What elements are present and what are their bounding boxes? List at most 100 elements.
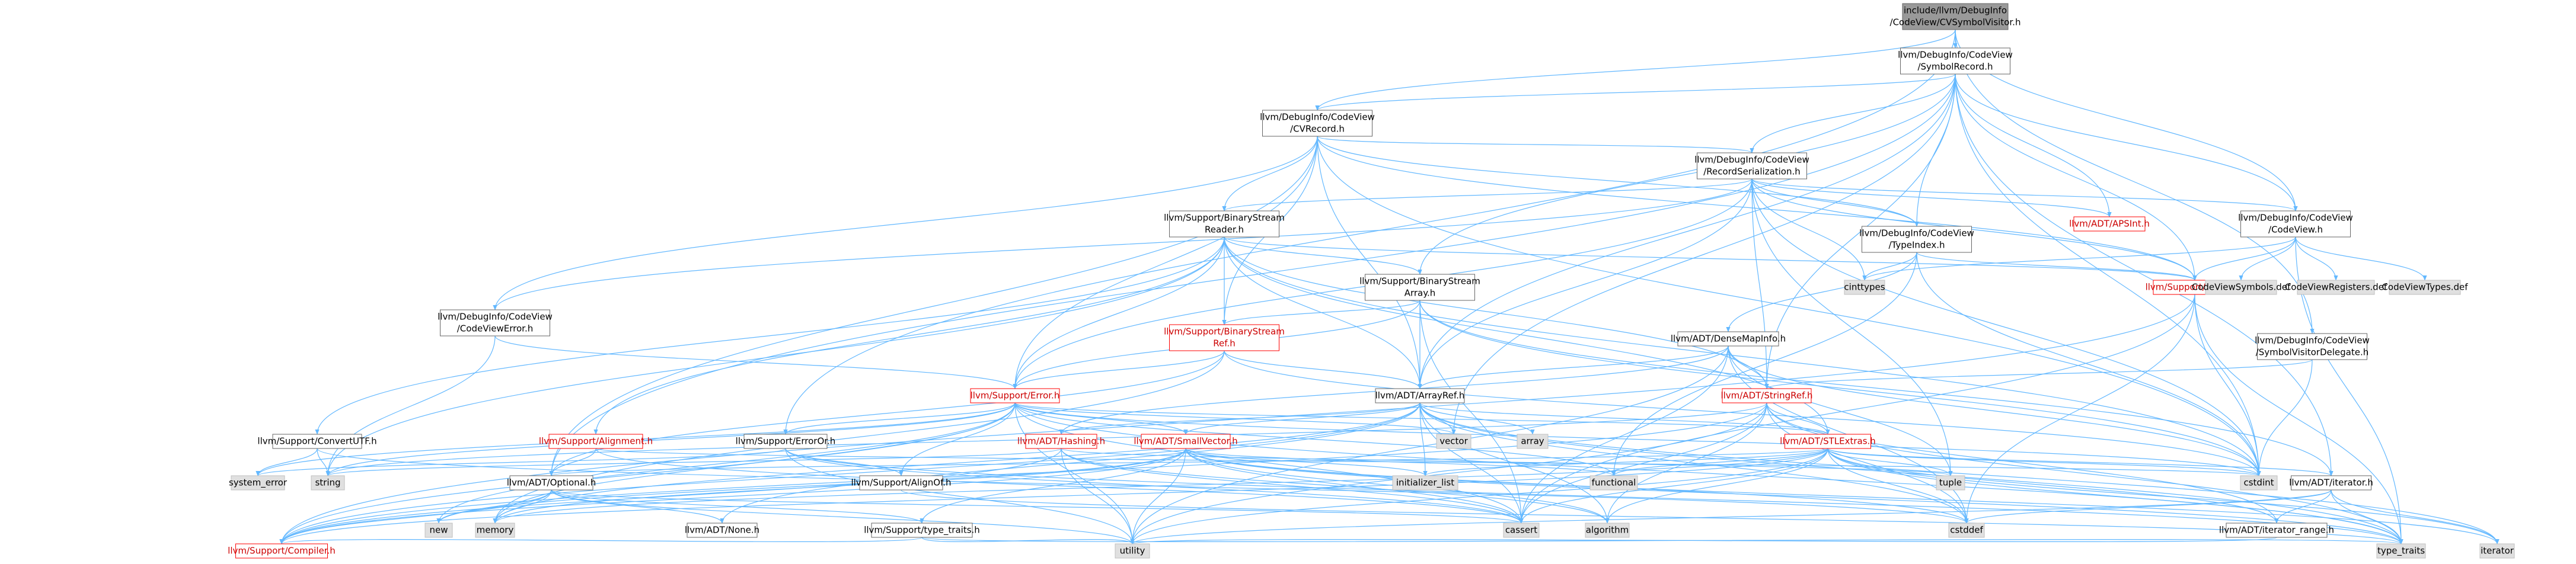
node-box — [1025, 434, 1097, 449]
node-codeview[interactable]: llvm/DebugInfo/CodeView/CodeView.h — [2238, 210, 2353, 238]
node-label: llvm/Support/BinaryStream — [1164, 326, 1285, 337]
edge-cvrec-to-recser — [1317, 136, 1754, 153]
node-box — [1862, 226, 1972, 253]
edge-endian-to-cstddef — [1964, 294, 2195, 524]
node-cassert[interactable]: cassert — [1503, 523, 1540, 538]
node-init-list[interactable]: initializer_list — [1392, 475, 1458, 491]
node-symvisdel[interactable]: llvm/DebugInfo/CodeView/SymbolVisitorDel… — [2255, 333, 2370, 360]
edge-recser-to-cverror — [493, 178, 1753, 310]
node-label: llvm/DebugInfo/CodeView — [1859, 228, 1974, 239]
node-smallvector[interactable]: llvm/ADT/SmallVector.h — [1134, 434, 1238, 449]
node-cvtypesdef[interactable]: CodeViewTypes.def — [2382, 280, 2468, 295]
node-box — [2205, 280, 2277, 295]
node-optional[interactable]: llvm/ADT/Optional.h — [507, 475, 596, 491]
node-symrec[interactable]: llvm/DebugInfo/CodeView/SymbolRecord.h — [1898, 47, 2013, 75]
edge-stringref-to-cstddef — [1766, 402, 1969, 524]
node-label: llvm/DebugInfo/CodeView — [438, 312, 553, 322]
node-label: llvm/Support/Error.h — [971, 390, 1060, 401]
edge-endian-to-type-traits — [2194, 294, 2403, 544]
node-erroror[interactable]: llvm/Support/ErrorOr.h — [736, 434, 836, 449]
edge-stringref-to-cassert — [1519, 402, 1767, 524]
node-alignment[interactable]: llvm/Support/Alignment.h — [539, 434, 653, 449]
node-label: /SymbolRecord.h — [1917, 62, 1993, 72]
node-convertutf[interactable]: llvm/Support/ConvertUTF.h — [257, 434, 377, 449]
node-typetraits-h[interactable]: llvm/Support/type_traits.h — [864, 523, 980, 538]
node-hashing[interactable]: llvm/ADT/Hashing.h — [1017, 434, 1105, 449]
node-label: initializer_list — [1396, 478, 1454, 489]
edge-stlextras-to-utility — [1130, 448, 1828, 544]
node-string[interactable]: string — [311, 475, 345, 491]
node-label: array — [1521, 436, 1544, 447]
node-error[interactable]: llvm/Support/Error.h — [970, 388, 1060, 403]
node-utility[interactable]: utility — [1115, 543, 1150, 559]
node-densemapinfo[interactable]: llvm/ADT/DenseMapInfo.h — [1671, 331, 1786, 347]
node-typeindex[interactable]: llvm/DebugInfo/CodeView/TypeIndex.h — [1859, 226, 1974, 253]
edge-error-to-string — [325, 402, 1016, 476]
edge-arrayref-to-compiler — [279, 402, 1421, 544]
edge-alignment-to-cstdint — [595, 448, 2261, 476]
node-alignof[interactable]: llvm/Support/AlignOf.h — [851, 475, 952, 491]
edge-stringref-to-stlextras — [1766, 402, 1830, 435]
node-label: cassert — [1505, 525, 1537, 536]
edge-error-to-memory — [493, 402, 1016, 524]
node-root[interactable]: include/llvm/DebugInfo/CodeView/CVSymbol… — [1890, 3, 2021, 30]
node-label: llvm/Support/ErrorOr.h — [736, 436, 836, 447]
node-algorithm[interactable]: algorithm — [1585, 523, 1630, 538]
node-none[interactable]: llvm/ADT/None.h — [685, 523, 759, 538]
node-functional[interactable]: functional — [1589, 475, 1638, 491]
node-label: llvm/ADT/StringRef.h — [1720, 390, 1812, 401]
node-cverror[interactable]: llvm/DebugInfo/CodeView/CodeViewError.h — [438, 309, 553, 337]
node-array[interactable]: array — [1517, 434, 1549, 449]
node-box — [548, 434, 643, 449]
node-stlextras[interactable]: llvm/ADT/STLExtras.h — [1780, 434, 1876, 449]
edge-typeindex-to-endian — [1916, 252, 2197, 281]
edge-endian-to-cstdint — [2194, 294, 2261, 476]
node-memory[interactable]: memory — [475, 523, 515, 538]
edge-hashing-to-algorithm — [1061, 448, 1610, 524]
edge-codeview-to-endian — [2192, 236, 2296, 281]
node-arrayref[interactable]: llvm/ADT/ArrayRef.h — [1375, 388, 1465, 403]
edge-stlextras-to-init-list — [1423, 448, 1828, 476]
edge-iterator-h-to-cstddef — [1964, 489, 2332, 524]
node-tuple[interactable]: tuple — [1936, 475, 1965, 491]
edge-stlextras-to-functional — [1611, 448, 1828, 476]
node-label: cstdint — [2243, 478, 2274, 488]
node-stringref[interactable]: llvm/ADT/StringRef.h — [1720, 388, 1813, 403]
node-iterator[interactable]: iterator — [2479, 543, 2515, 559]
node-compiler[interactable]: llvm/Support/Compiler.h — [228, 543, 336, 559]
node-system-error[interactable]: system_error — [229, 475, 288, 491]
node-iterrange[interactable]: llvm/ADT/iterator_range.h — [2219, 523, 2334, 538]
edge-arrayref-to-hashing — [1059, 402, 1421, 435]
node-new[interactable]: new — [424, 523, 453, 538]
edge-densemapinfo-to-utility — [1130, 345, 1729, 544]
node-recser[interactable]: llvm/DebugInfo/CodeView/RecordSerializat… — [1694, 152, 1809, 180]
node-label: include/llvm/DebugInfo — [1904, 5, 2007, 16]
node-box — [2297, 280, 2375, 295]
edge-convertutf-to-string — [317, 448, 330, 476]
node-cvsymdef[interactable]: CodeViewSymbols.def — [2192, 280, 2291, 295]
node-cstdint[interactable]: cstdint — [2240, 475, 2278, 491]
edge-symrec-to-optional — [549, 73, 1956, 476]
node-apsint[interactable]: llvm/ADT/APSInt.h — [2069, 216, 2150, 232]
node-label: functional — [1592, 478, 1636, 488]
node-iterator-h[interactable]: llvm/ADT/iterator.h — [2289, 475, 2373, 491]
node-type-traits[interactable]: type_traits — [2376, 543, 2426, 559]
node-cinttypes[interactable]: cinttypes — [1844, 280, 1885, 295]
node-vector[interactable]: vector — [1436, 434, 1471, 449]
node-box — [311, 475, 345, 491]
node-cvrec[interactable]: llvm/DebugInfo/CodeView/CVRecord.h — [1260, 110, 1375, 137]
node-label: cstddef — [1950, 525, 1983, 536]
node-cvregdef[interactable]: CodeViewRegisters.def — [2285, 280, 2387, 295]
edge-bsref-to-cstdint — [1224, 350, 2261, 476]
node-cstddef[interactable]: cstddef — [1948, 523, 1985, 538]
edge-symrec-to-iterator-h — [1955, 73, 2334, 476]
edge-root-to-erroror — [783, 29, 1956, 435]
node-box — [859, 475, 943, 491]
edge-recser-to-tuple — [1751, 178, 1953, 476]
edge-arrayref-to-type-traits — [1419, 402, 2403, 544]
node-box — [743, 434, 828, 449]
node-box — [1900, 47, 2010, 75]
